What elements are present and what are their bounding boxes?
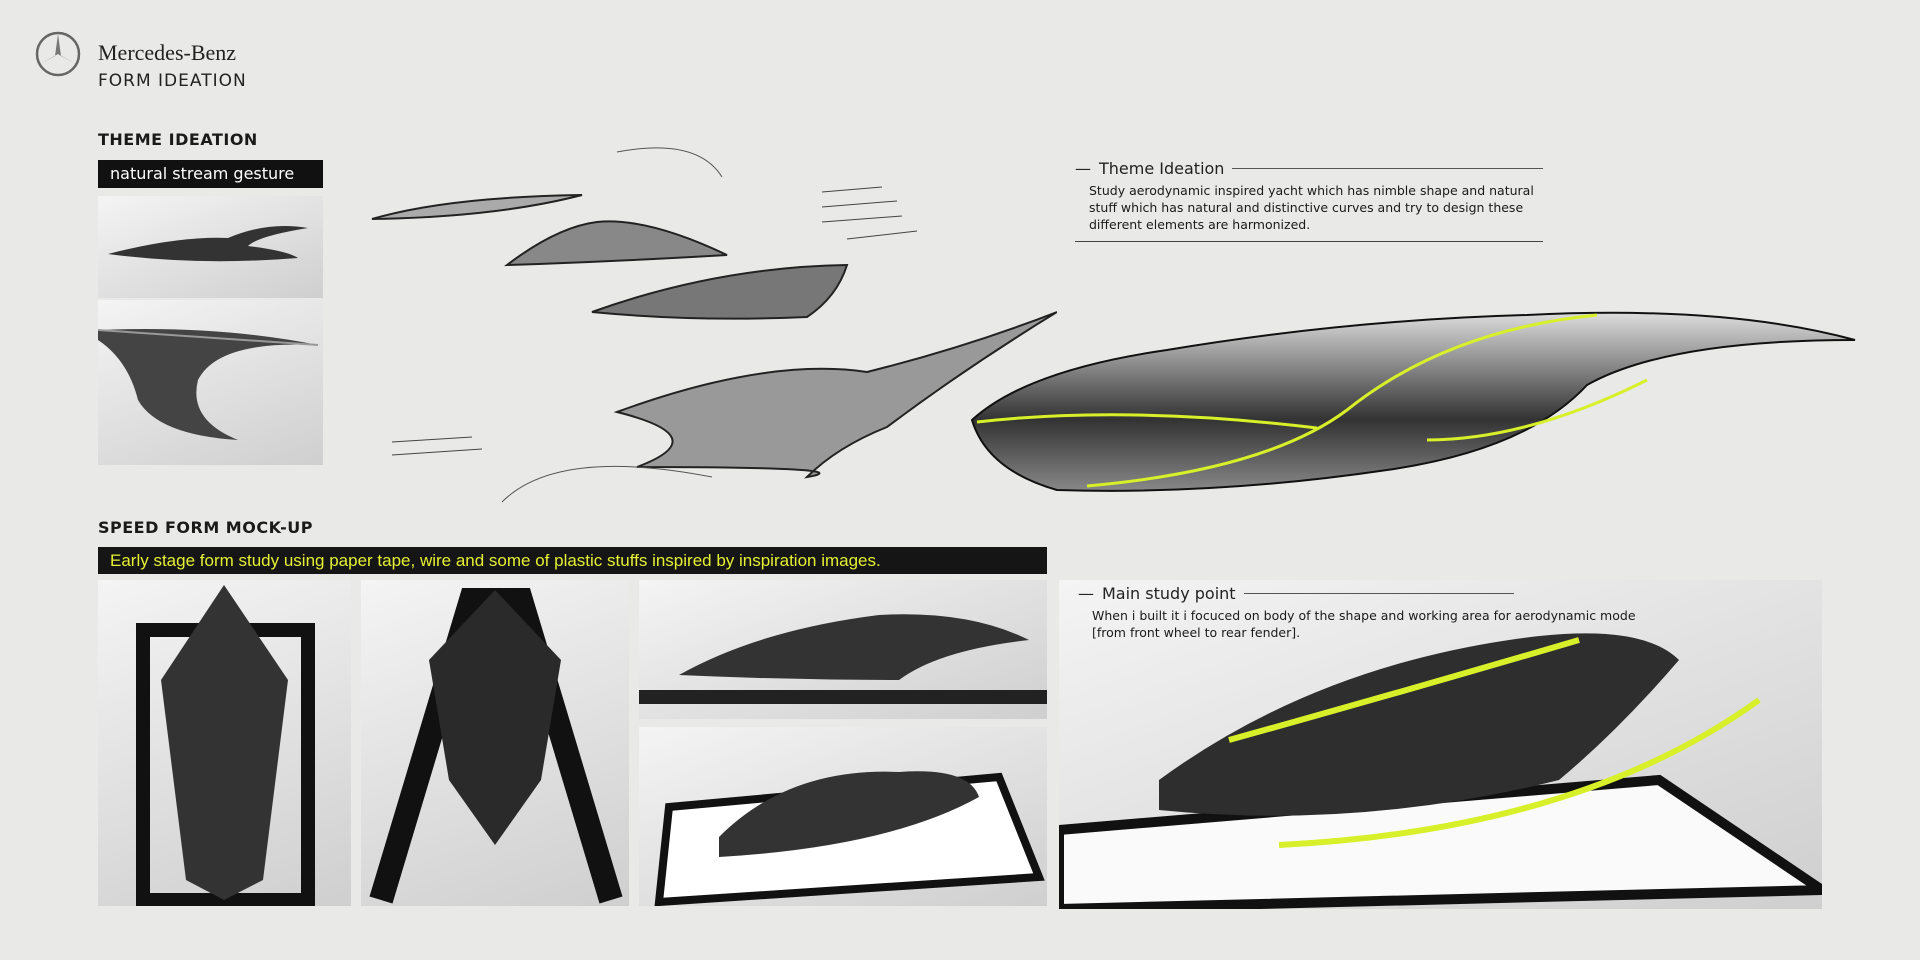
mockup-photo-side-view bbox=[639, 580, 1047, 719]
theme-note-body: Study aerodynamic inspired yacht which h… bbox=[1089, 183, 1534, 232]
theme-heading: THEME IDEATION bbox=[98, 130, 258, 149]
mockup-heading: SPEED FORM MOCK-UP bbox=[98, 518, 313, 537]
mockup-photo-front-view bbox=[361, 580, 629, 906]
main-sketch bbox=[970, 311, 1856, 492]
mockup-photo-top-view bbox=[98, 580, 351, 906]
mockup-photo-main-study bbox=[1059, 580, 1822, 909]
gesture-image-1 bbox=[98, 196, 323, 298]
mockup-photo-angle-view bbox=[639, 727, 1047, 906]
main-study-note: —Main study point When i built it i focu… bbox=[1078, 584, 1638, 641]
brand-name: Mercedes-Benz bbox=[98, 40, 237, 65]
main-study-note-title: Main study point bbox=[1102, 584, 1236, 603]
theme-note-title: Theme Ideation bbox=[1099, 159, 1225, 178]
mockup-caption: Early stage form study using paper tape,… bbox=[98, 547, 1047, 574]
main-study-note-body: When i built it i focuced on body of the… bbox=[1092, 608, 1636, 640]
theme-note: —Theme Ideation Study aerodynamic inspir… bbox=[1075, 159, 1543, 242]
form-sketches bbox=[371, 147, 1057, 503]
gesture-image-2 bbox=[98, 300, 323, 465]
theme-label: natural stream gesture bbox=[98, 160, 323, 188]
mercedes-star-logo bbox=[35, 31, 81, 77]
page-subtitle: FORM IDEATION bbox=[98, 71, 247, 91]
